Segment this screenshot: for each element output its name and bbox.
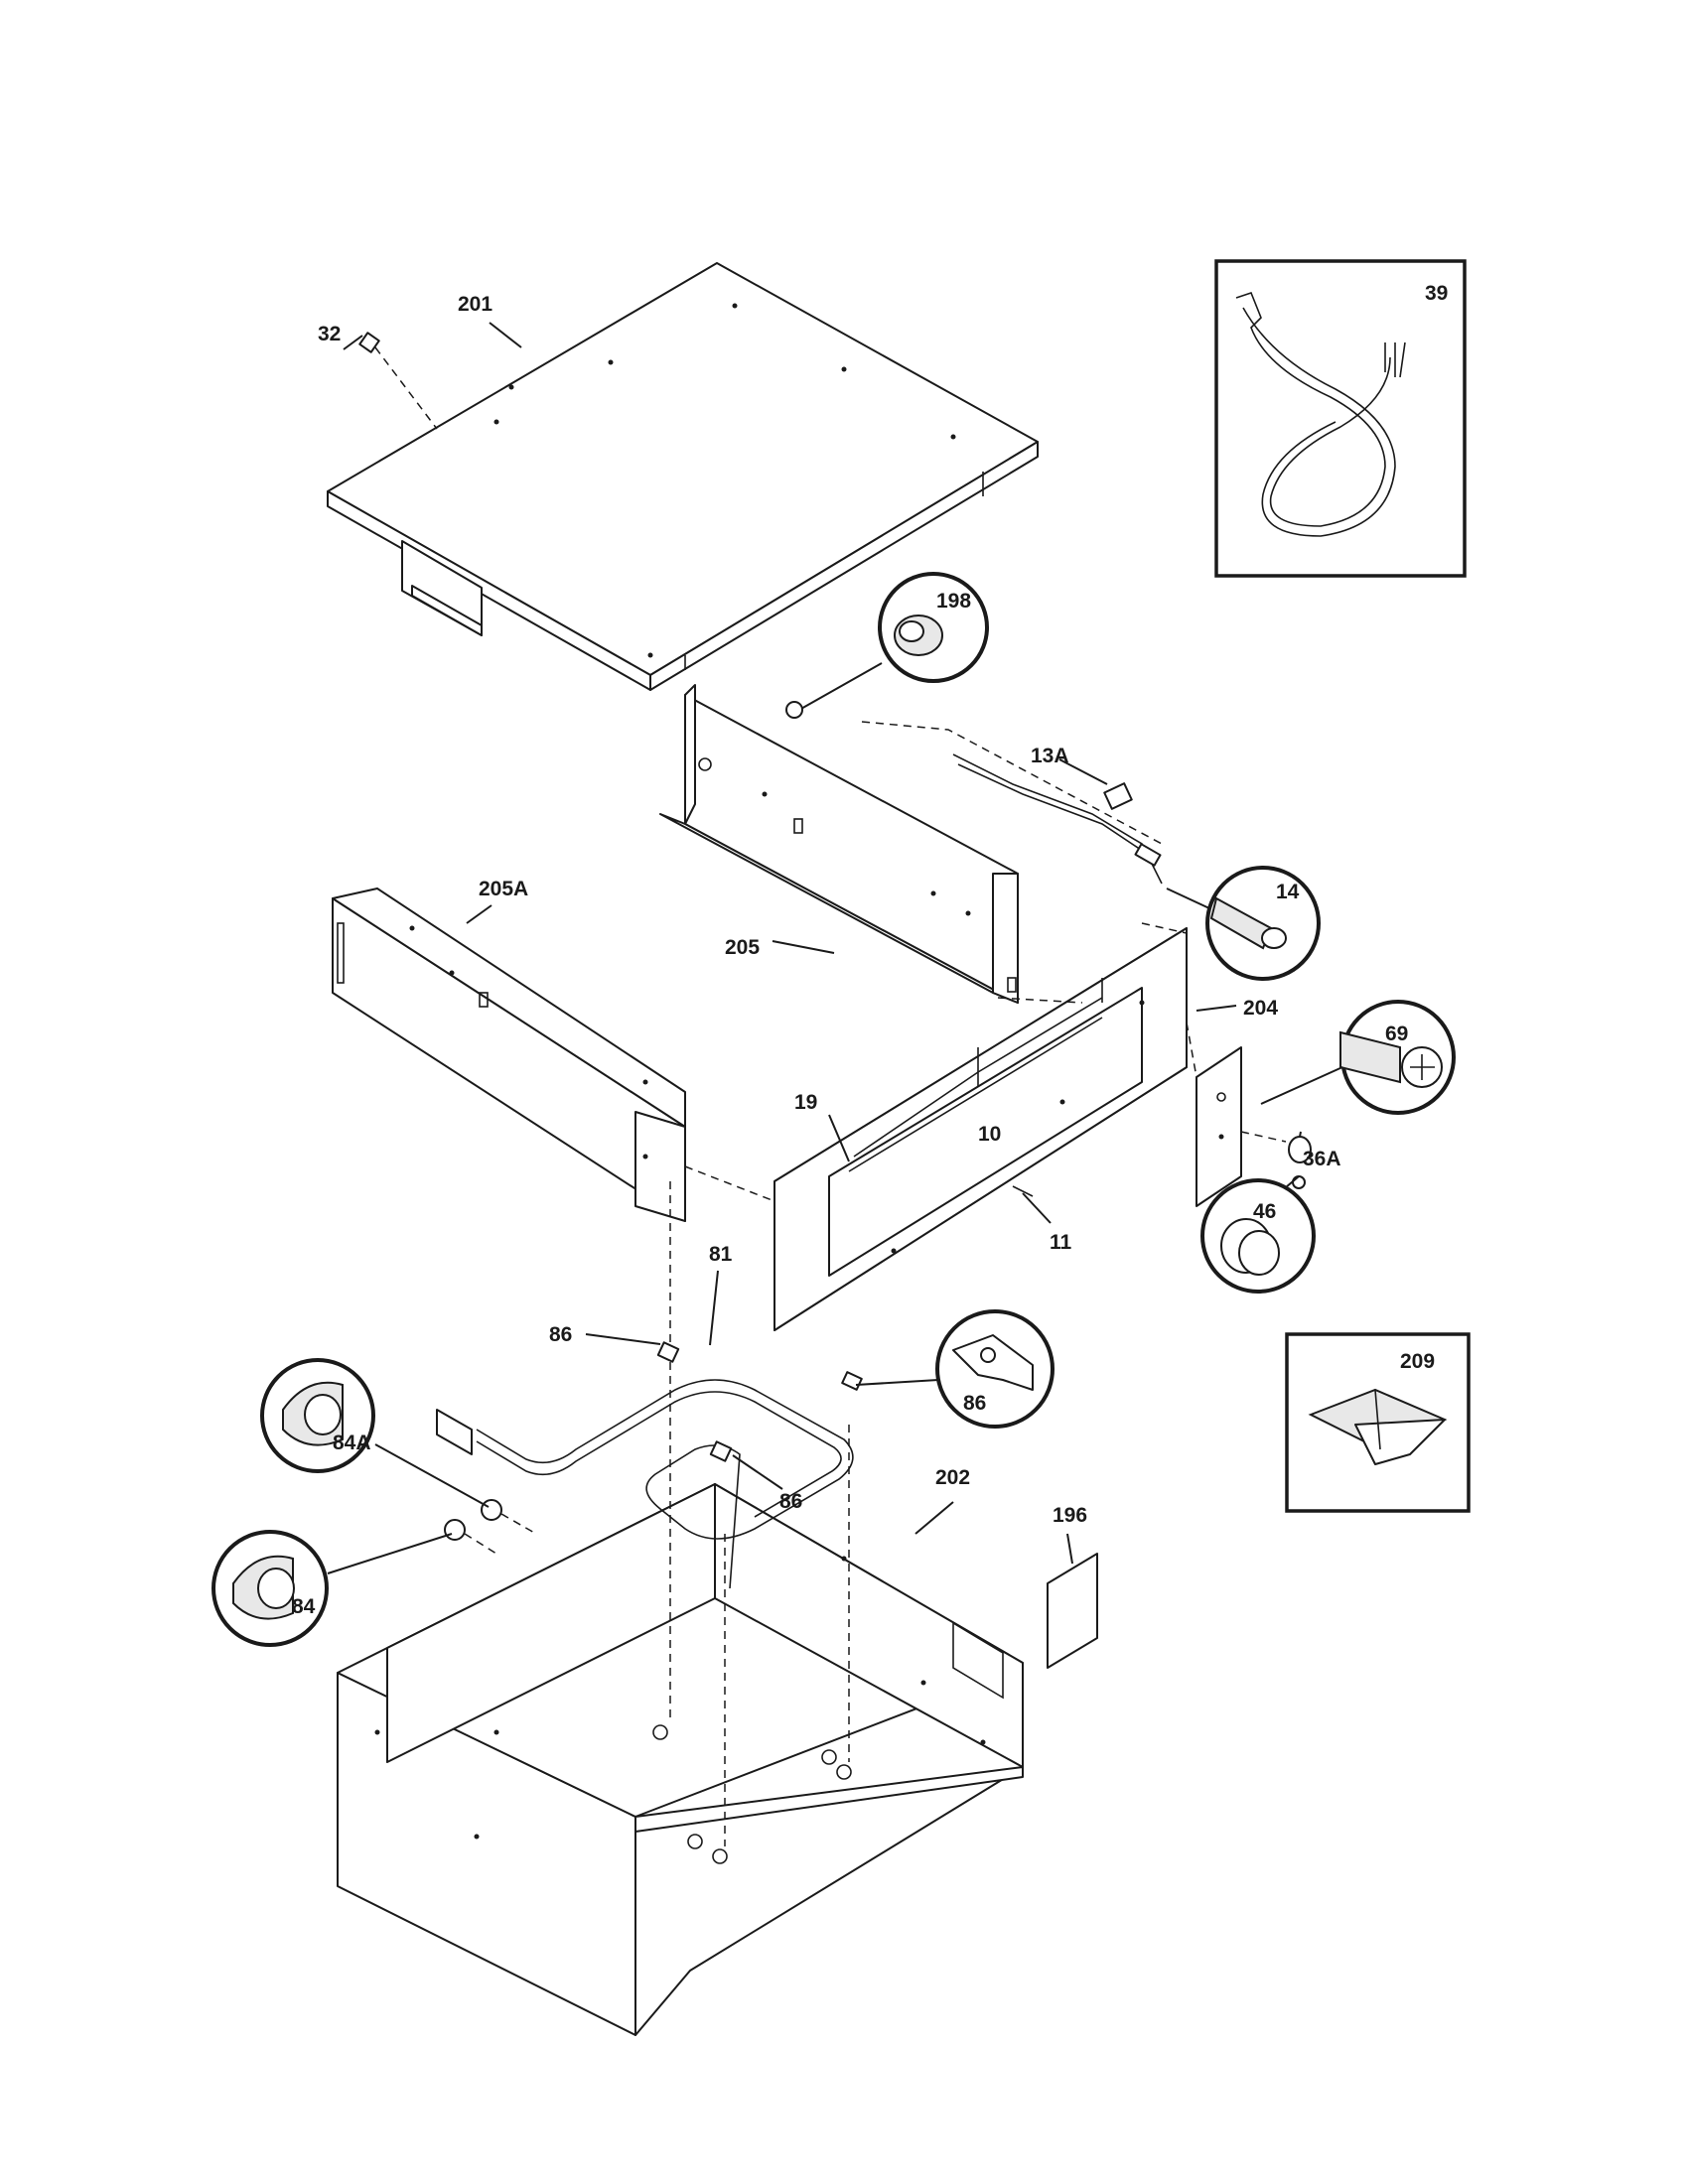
label-209: 209 [1400,1350,1435,1373]
plug-46-part[interactable] [1292,1175,1306,1189]
switch-13A[interactable] [952,753,1163,885]
label-leaders [343,322,1302,1565]
label-201: 201 [458,293,492,316]
heating-element-81[interactable] [436,1379,854,1589]
label-19: 19 [794,1091,817,1114]
callout-84A-circle[interactable] [260,1358,490,1508]
label-69: 69 [1385,1023,1408,1045]
label-46: 46 [1253,1200,1276,1223]
thermostat-84-part[interactable] [444,1519,497,1555]
side-plate-204[interactable] [1196,1046,1242,1207]
label-86-mid: 86 [779,1490,802,1513]
screw-11-part[interactable] [1012,1185,1034,1197]
assembly-lines [684,721,1287,1202]
part-labels: 32 201 39 198 13A 14 205A 205 204 69 19 … [292,282,1448,1618]
label-205A: 205A [479,878,528,900]
top-panel-201[interactable] [327,262,1039,691]
side-shield-205A[interactable] [332,887,686,1222]
label-196: 196 [1053,1504,1087,1527]
label-11: 11 [1050,1231,1072,1254]
label-14: 14 [1276,881,1300,903]
callout-86-circle[interactable] [855,1309,1055,1429]
label-86-callout: 86 [963,1392,986,1415]
socket-14-body[interactable] [1134,843,1162,867]
label-205: 205 [725,936,760,959]
label-13A: 13A [1031,745,1069,767]
callout-84-circle[interactable] [211,1530,453,1647]
callout-14-circle[interactable] [1166,866,1321,981]
callout-46-circle[interactable] [1200,1175,1316,1294]
inset-box-39[interactable] [1214,259,1467,578]
clip-86-mid[interactable] [709,1440,733,1462]
label-36A: 36A [1303,1148,1341,1170]
label-32: 32 [318,323,341,345]
inset-box-209[interactable] [1285,1332,1471,1513]
label-202: 202 [935,1466,970,1489]
thermostat-84A-part[interactable] [481,1499,537,1535]
label-10: 10 [978,1123,1001,1146]
rear-shield-205[interactable] [659,684,1019,1004]
label-198: 198 [936,590,971,613]
label-84: 84 [292,1595,316,1618]
label-204: 204 [1243,997,1278,1020]
clip-86-right[interactable] [841,1371,863,1391]
label-39: 39 [1425,282,1448,305]
cover-plate-196[interactable] [1047,1553,1098,1669]
label-86-top: 86 [549,1323,572,1346]
screw-32[interactable] [358,332,438,430]
callout-198-circle[interactable] [785,572,989,719]
label-84A: 84A [333,1432,371,1454]
label-81: 81 [709,1243,733,1266]
front-frame-19[interactable] [774,927,1188,1331]
lamp-wire-10[interactable] [853,978,1103,1158]
clip-86-top[interactable] [656,1341,680,1363]
bottom-housing-202[interactable] [337,1181,1024,2036]
callout-69-circle[interactable] [1260,1000,1456,1115]
